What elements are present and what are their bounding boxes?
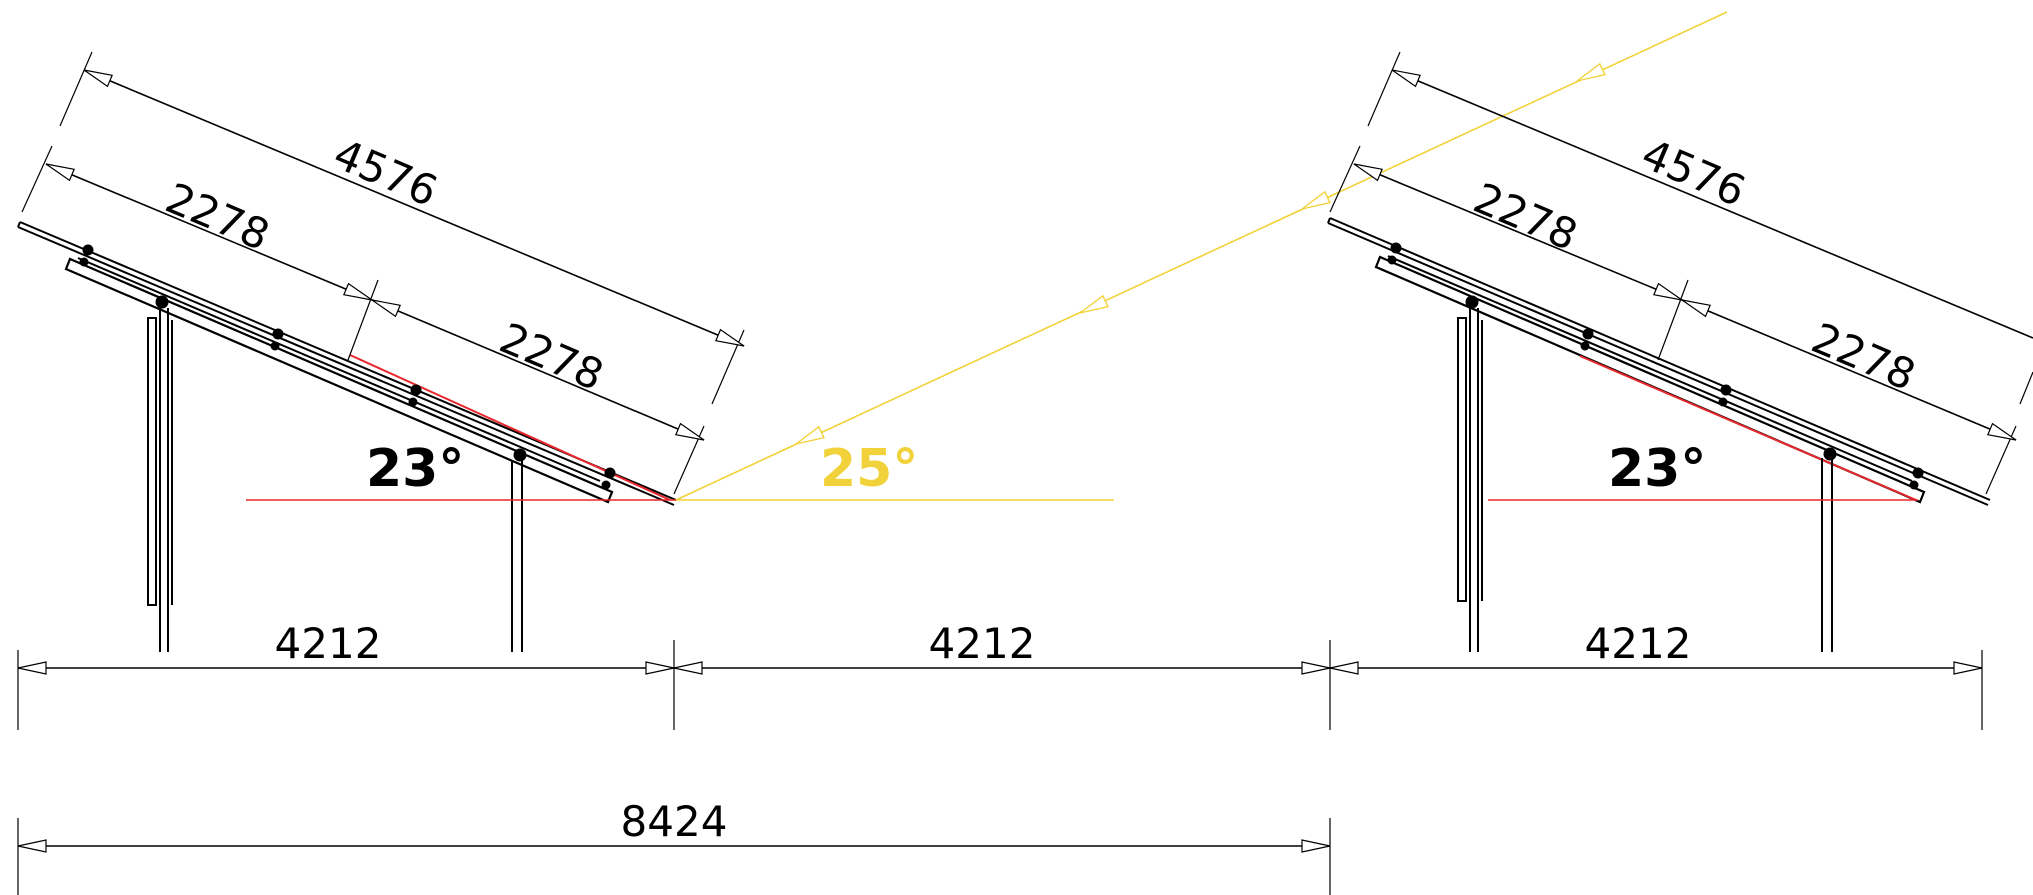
row-1-tilt-angle: 23°	[366, 439, 464, 499]
row-1-torque-beam	[64, 257, 614, 504]
row-1-lower-module-label: 2278	[493, 313, 611, 400]
row-2-upper-module-dimension: 2278	[1329, 145, 1689, 361]
row-1-posts	[147, 308, 523, 652]
sun-ray	[675, 11, 1728, 501]
row-2-lower-module-highlight	[1579, 355, 1917, 501]
row-2-panel	[1327, 217, 1991, 506]
row-spacing-label-3: 4212	[1585, 619, 1692, 668]
row-2-torque-beam	[1374, 255, 1926, 504]
sun-angle: 25°	[820, 439, 918, 499]
row-1-upper-module-dimension: 2278	[21, 145, 379, 361]
row-2-panel-length-label: 4576	[1635, 129, 1753, 216]
row-2-panel-length-dimension: 4576	[1367, 51, 2033, 405]
row-1-upper-module-label: 2278	[159, 173, 277, 260]
row-1-structure	[17, 221, 677, 652]
row-spacing-label-1: 4212	[275, 619, 382, 668]
row-spacing-dimensions: 4212 4212 4212	[17, 619, 1983, 730]
row-1-lower-module-highlight	[349, 354, 671, 501]
row-spacing-label-2: 4212	[929, 619, 1036, 668]
row-2-structure	[1327, 217, 1991, 652]
row-1-panel-length-dimension: 4576	[59, 51, 747, 405]
total-length-label: 8424	[621, 797, 728, 846]
row-2-tilt-angle: 23°	[1608, 439, 1706, 499]
row-1-panel-length-label: 4576	[327, 129, 445, 216]
row-1-clamps	[79, 244, 616, 490]
row-2-clamps	[1387, 242, 1924, 490]
row-2-posts	[1457, 308, 1833, 652]
total-length-dimension: 8424	[17, 797, 1331, 895]
row-2-upper-module-label: 2278	[1467, 173, 1585, 260]
row-2-lower-module-label: 2278	[1805, 313, 1923, 400]
